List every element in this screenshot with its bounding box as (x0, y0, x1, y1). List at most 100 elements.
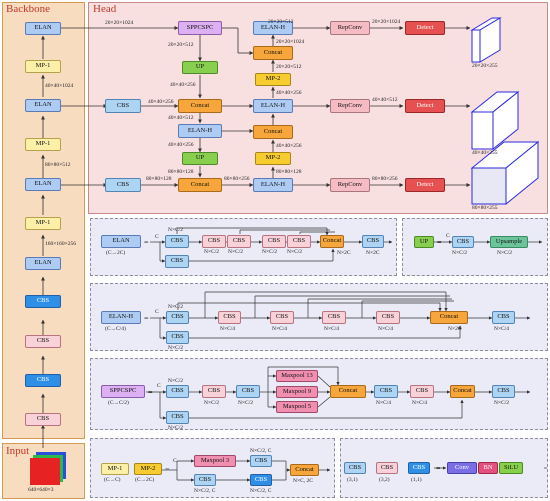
backbone-elan-1: ELAN (25, 257, 61, 270)
mod-sppcspc-rel: (C→C/2) (108, 400, 129, 406)
backbone-cbs-2: CBS (25, 374, 61, 387)
mod-elan-lbl-nc2-d: N×C/2 (262, 249, 278, 255)
mod-sppcspc-cbs-4: CBS (236, 385, 260, 398)
mod-mp-lbl-b: N×C/2, C (194, 488, 216, 494)
mod-elanh-cbs-4: CBS (270, 311, 294, 324)
mod-cbs-11: CBS (408, 462, 430, 474)
mod-elanh-c: C (155, 309, 159, 315)
mod-elan-lbl-n2c-a: N×2C (337, 250, 351, 256)
mod-mp-eq: = (165, 465, 170, 474)
mod-mp2-name: MP-2 (134, 463, 162, 475)
mod-elanh-lbl-nc2-a: N×C/2 (168, 304, 184, 310)
head-dim-80-128-b: 80×80×128 (146, 176, 172, 182)
mod-cbs-32: CBS (376, 462, 398, 474)
head-dim-20-512-b: 20×20×512 (268, 19, 294, 25)
mod-mp2-rel: (C→2C) (135, 477, 155, 483)
mod-elanh-cbs-3: CBS (218, 311, 241, 324)
mod-cbs-eq: = (436, 464, 441, 473)
head-detect-2: Detect (405, 99, 445, 113)
mod-elan-cbs-5: CBS (262, 235, 286, 248)
mod-elanh-cbs-6: CBS (376, 311, 400, 324)
mod-elan-lbl-nc2-b: N×C/2 (204, 249, 220, 255)
mod-mp-concat: Concat (290, 464, 319, 476)
head-detect-1: Detect (405, 21, 445, 35)
mod-sppcspc-c: C (157, 383, 161, 389)
mod-sppcspc-lbl-d: N×C/2 (238, 400, 254, 406)
mod-elan-name: ELAN (101, 235, 141, 248)
mod-mp-cbs-1: CBS (194, 474, 216, 486)
mod-elanh-lbl-nc4-e: N×C/4 (494, 326, 510, 332)
head-dim-80-128-a: 80×80×128 (168, 169, 194, 175)
mod-up-c: C (446, 233, 450, 239)
dim-40: 40×40×1024 (45, 83, 74, 89)
mod-up-eq: = (437, 238, 442, 247)
mod-sppcspc-maxpool9: Maxpool 9 (276, 386, 318, 398)
head-cbs-40: CBS (105, 99, 141, 113)
head-title: Head (93, 3, 117, 15)
mod-sppcspc-cbs-2: CBS (166, 411, 189, 424)
mod-cbs-silu: SiLU (499, 462, 523, 474)
mod-mp-c: C (173, 458, 177, 464)
mod-mp-cbs-3: CBS (250, 474, 272, 486)
head-concat-1: Concat (178, 99, 222, 113)
backbone-title: Backbone (6, 3, 50, 15)
head-elanh-1: ELAN-H (178, 124, 222, 138)
dim-80: 80×80×512 (45, 162, 71, 168)
mod-up-cbs: CBS (452, 236, 474, 248)
mod-elan-lbl-nc2-e: N×C/2 (287, 249, 303, 255)
mod-cbs-31-lbl: (3,1) (347, 477, 358, 483)
mod-mp1-rel: (C→C) (104, 477, 121, 483)
dim-20-1024: 20×20×1024 (105, 20, 134, 26)
mod-sppcspc-lbl-g: N×C/2 (494, 400, 510, 406)
mod-elan-cbs-2: CBS (165, 255, 189, 268)
head-dim-20-1024-b: 20×20×1024 (372, 19, 401, 25)
mod-sppcspc-concat-2: Concat (450, 385, 475, 398)
head-mp2-mid: MP-2 (255, 152, 291, 165)
head-dim-40-256-b: 40×40×256 (170, 82, 196, 88)
head-dim-80-256: 80×80×256 (224, 176, 250, 182)
head-dim-20-512-a: 20×20×512 (168, 42, 194, 48)
head-elanh-top: ELAN-H (253, 21, 293, 35)
head-up-1: UP (182, 61, 218, 74)
input-title: Input (6, 445, 30, 457)
head-elanh-bot: ELAN-H (253, 178, 293, 192)
head-repconv-3: RepConv (330, 178, 370, 192)
mod-elan-cbs-6: CBS (287, 235, 311, 248)
mod-up-lbl-2: N×C/2 (497, 250, 513, 256)
mod-sppcspc-name: SPPCSPC (101, 385, 145, 398)
head-mp2-top: MP-2 (255, 73, 291, 86)
mod-up-lbl-1: N×C/2 (452, 250, 468, 256)
mod-sppcspc-cbs-3: CBS (202, 385, 226, 398)
head-repconv-1: RepConv (330, 21, 370, 35)
mod-cbs-conv: Conv (447, 462, 477, 474)
head-concat-top: Concat (253, 46, 293, 60)
mod-elanh-cbs-1: CBS (166, 311, 189, 324)
mod-elan-eq: = (144, 238, 149, 247)
mod-elan-concat: Concat (320, 235, 344, 248)
head-dim-20-512-c: 20×20×512 (276, 64, 302, 70)
input-size: 640×640×3 (28, 487, 54, 493)
backbone-cbs-4: CBS (25, 295, 61, 308)
mod-mp-lbl-a: N×C/2, C (250, 448, 272, 454)
head-concat-mid: Concat (253, 125, 293, 139)
mod-sppcspc-cbs-5: CBS (374, 385, 398, 398)
mod-elan-cbs-4: CBS (227, 235, 251, 248)
mod-elanh-rel: (C→C/4) (105, 326, 126, 332)
output-dim-40: 40×40×255 (472, 150, 498, 156)
mod-elanh-lbl-nc4-b: N×C/4 (272, 326, 288, 332)
head-dim-40-512: 40×40×512 (168, 115, 194, 121)
backbone-elan-2: ELAN (25, 178, 61, 191)
mod-mp1-name: MP-1 (101, 463, 129, 475)
head-panel: Head (88, 2, 548, 214)
mod-elanh-eq: = (144, 314, 149, 323)
head-dim-40-512-b: 40×40×512 (372, 97, 398, 103)
head-cbs-80: CBS (105, 178, 141, 192)
backbone-cbs-1: CBS (25, 413, 61, 426)
mod-elan-rel: (C→2C) (106, 250, 126, 256)
mod-elanh-lbl-nc4-d: N×C/4 (378, 326, 394, 332)
mod-elanh-lbl-nc4-c: N×C/4 (324, 326, 340, 332)
mod-elan-lbl-nc2-a: N×C/2 (168, 227, 184, 233)
mod-sppcspc-cbs-1: CBS (166, 385, 189, 398)
head-repconv-2: RepConv (330, 99, 370, 113)
